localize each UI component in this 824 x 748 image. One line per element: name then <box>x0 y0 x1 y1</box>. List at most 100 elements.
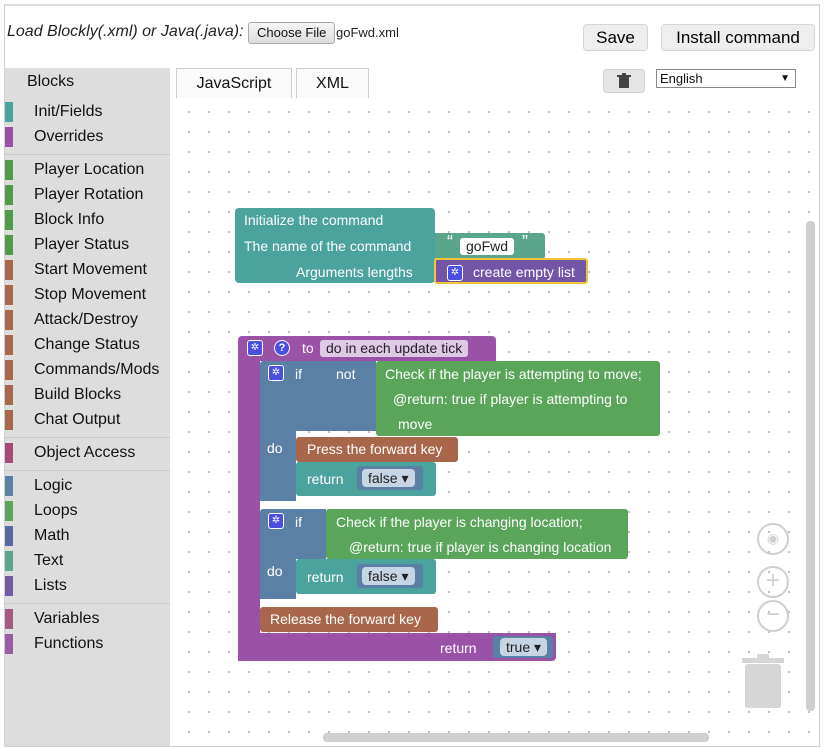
category-label: Block Info <box>34 211 105 228</box>
category-label: Chat Output <box>34 411 121 428</box>
category-label: Player Status <box>34 236 130 253</box>
clear-workspace-button[interactable] <box>603 69 645 93</box>
workspace-vertical-scrollbar[interactable] <box>806 221 815 711</box>
return2-value: false <box>368 568 398 584</box>
press-forward-key-block[interactable] <box>296 437 458 462</box>
recenter-icon[interactable]: ◉ <box>757 523 789 555</box>
tab-xml[interactable]: XML <box>296 68 369 98</box>
open-quote-icon: “ <box>447 232 453 252</box>
toolbox-category-object-access[interactable]: Object Access <box>5 443 170 468</box>
toolbox-category-attack-destroy[interactable]: Attack/Destroy <box>5 310 170 335</box>
toolbox-category-loops[interactable]: Loops <box>5 501 170 526</box>
category-color-bar <box>5 160 13 180</box>
category-color-bar <box>5 235 13 255</box>
check-moving-block[interactable] <box>376 361 660 436</box>
category-label: Math <box>34 527 70 544</box>
toolbox-category-math[interactable]: Math <box>5 526 170 551</box>
category-label: Lists <box>34 577 67 594</box>
toolbox-separator <box>5 437 170 438</box>
workspace-horizontal-scrollbar[interactable] <box>323 733 709 742</box>
zoom-in-icon[interactable]: + <box>757 566 789 598</box>
category-color-bar <box>5 185 13 205</box>
app-frame: Load Blockly(.xml) or Java(.java): Choos… <box>4 4 820 747</box>
command-name-field[interactable]: goFwd <box>460 238 515 255</box>
category-color-bar <box>5 443 13 463</box>
category-label: Init/Fields <box>34 103 103 120</box>
toolbox-category-text[interactable]: Text <box>5 551 170 576</box>
toolbox-category-init-fields[interactable]: Init/Fields <box>5 102 170 127</box>
trash-lid <box>617 75 631 77</box>
toolbox-category-chat-output[interactable]: Chat Output <box>5 410 170 435</box>
toolbox-separator <box>5 603 170 604</box>
language-selected-value: English <box>660 71 703 86</box>
workspace-trash-icon[interactable] <box>742 654 784 710</box>
check1-line1: Check if the player is attempting to mov… <box>385 366 642 382</box>
not-block-body[interactable] <box>326 361 376 431</box>
function-gear-icon[interactable]: ✲ <box>247 340 263 356</box>
if2-do-rail <box>260 559 296 599</box>
check-location-block[interactable] <box>326 509 628 559</box>
toolbox-category-player-location[interactable]: Player Location <box>5 160 170 185</box>
toolbox-category-variables[interactable]: Variables <box>5 609 170 634</box>
category-color-bar <box>5 127 13 147</box>
not-label: not <box>336 366 356 382</box>
return1-value: false <box>368 470 398 486</box>
category-label: Attack/Destroy <box>34 311 139 328</box>
language-select[interactable]: English ▼ <box>656 69 796 88</box>
return1-dropdown[interactable]: false ▾ <box>362 469 415 487</box>
toolbox-category-change-status[interactable]: Change Status <box>5 335 170 360</box>
category-label: Object Access <box>34 444 136 461</box>
if1-gear-icon[interactable]: ✲ <box>268 365 284 381</box>
toolbox-category-commands-mods[interactable]: Commands/Mods <box>5 360 170 385</box>
save-button[interactable]: Save <box>583 24 648 51</box>
release-forward-label: Release the forward key <box>270 611 421 627</box>
init-name-label: The name of the command <box>244 238 412 254</box>
toolbox-category-start-movement[interactable]: Start Movement <box>5 260 170 285</box>
blocks-toolbox: Blocks Init/Fields Overrides Player Loca… <box>5 68 170 746</box>
return2-label: return <box>307 569 344 585</box>
category-color-bar <box>5 476 13 496</box>
toolbox-category-stop-movement[interactable]: Stop Movement <box>5 285 170 310</box>
blockly-workspace[interactable]: Initialize the command The name of the c… <box>170 98 819 746</box>
category-color-bar <box>5 285 13 305</box>
trash-handle <box>622 73 626 75</box>
return2-dropdown[interactable]: false ▾ <box>362 567 415 585</box>
toolbox-category-functions[interactable]: Functions <box>5 634 170 659</box>
install-command-button[interactable]: Install command <box>661 24 815 51</box>
function-name-field[interactable]: do in each update tick <box>320 340 469 357</box>
return1-label: return <box>307 471 344 487</box>
category-color-bar <box>5 526 13 546</box>
toolbox-category-player-rotation[interactable]: Player Rotation <box>5 185 170 210</box>
list-block-label: create empty list <box>473 264 575 280</box>
toolbox-category-overrides[interactable]: Overrides <box>5 127 170 152</box>
if2-gear-icon[interactable]: ✲ <box>268 513 284 529</box>
mutator-gear-icon[interactable]: ✲ <box>447 265 463 281</box>
category-label: Logic <box>34 477 73 494</box>
category-label: Commands/Mods <box>34 361 160 378</box>
check1-line2: @return: true if player is attempting to <box>393 391 628 407</box>
zoom-out-icon[interactable]: − <box>757 600 789 632</box>
category-label: Start Movement <box>34 261 147 278</box>
load-file-label: Load Blockly(.xml) or Java(.java): <box>7 23 244 40</box>
choose-file-button[interactable]: Choose File <box>248 22 336 44</box>
toolbox-category-lists[interactable]: Lists <box>5 576 170 601</box>
toolbox-category-block-info[interactable]: Block Info <box>5 210 170 235</box>
toolbox-separator <box>5 470 170 471</box>
category-color-bar <box>5 102 13 122</box>
function-return-label: return <box>440 640 477 656</box>
category-label: Loops <box>34 502 78 519</box>
release-block-body <box>260 607 438 632</box>
if2-label: if <box>295 514 302 530</box>
init-args-label: Arguments lengths <box>296 264 413 280</box>
help-icon[interactable]: ? <box>274 340 290 356</box>
toolbox-category-player-status[interactable]: Player Status <box>5 235 170 260</box>
toolbox-category-logic[interactable]: Logic <box>5 476 170 501</box>
tab-javascript[interactable]: JavaScript <box>176 68 292 98</box>
trash-icon <box>617 73 631 88</box>
toolbox-category-build-blocks[interactable]: Build Blocks <box>5 385 170 410</box>
return-true-dropdown[interactable]: true ▾ <box>500 638 548 656</box>
press-forward-label: Press the forward key <box>307 441 443 457</box>
category-color-bar <box>5 385 13 405</box>
return-true-value: true <box>506 639 531 655</box>
category-color-bar <box>5 210 13 230</box>
